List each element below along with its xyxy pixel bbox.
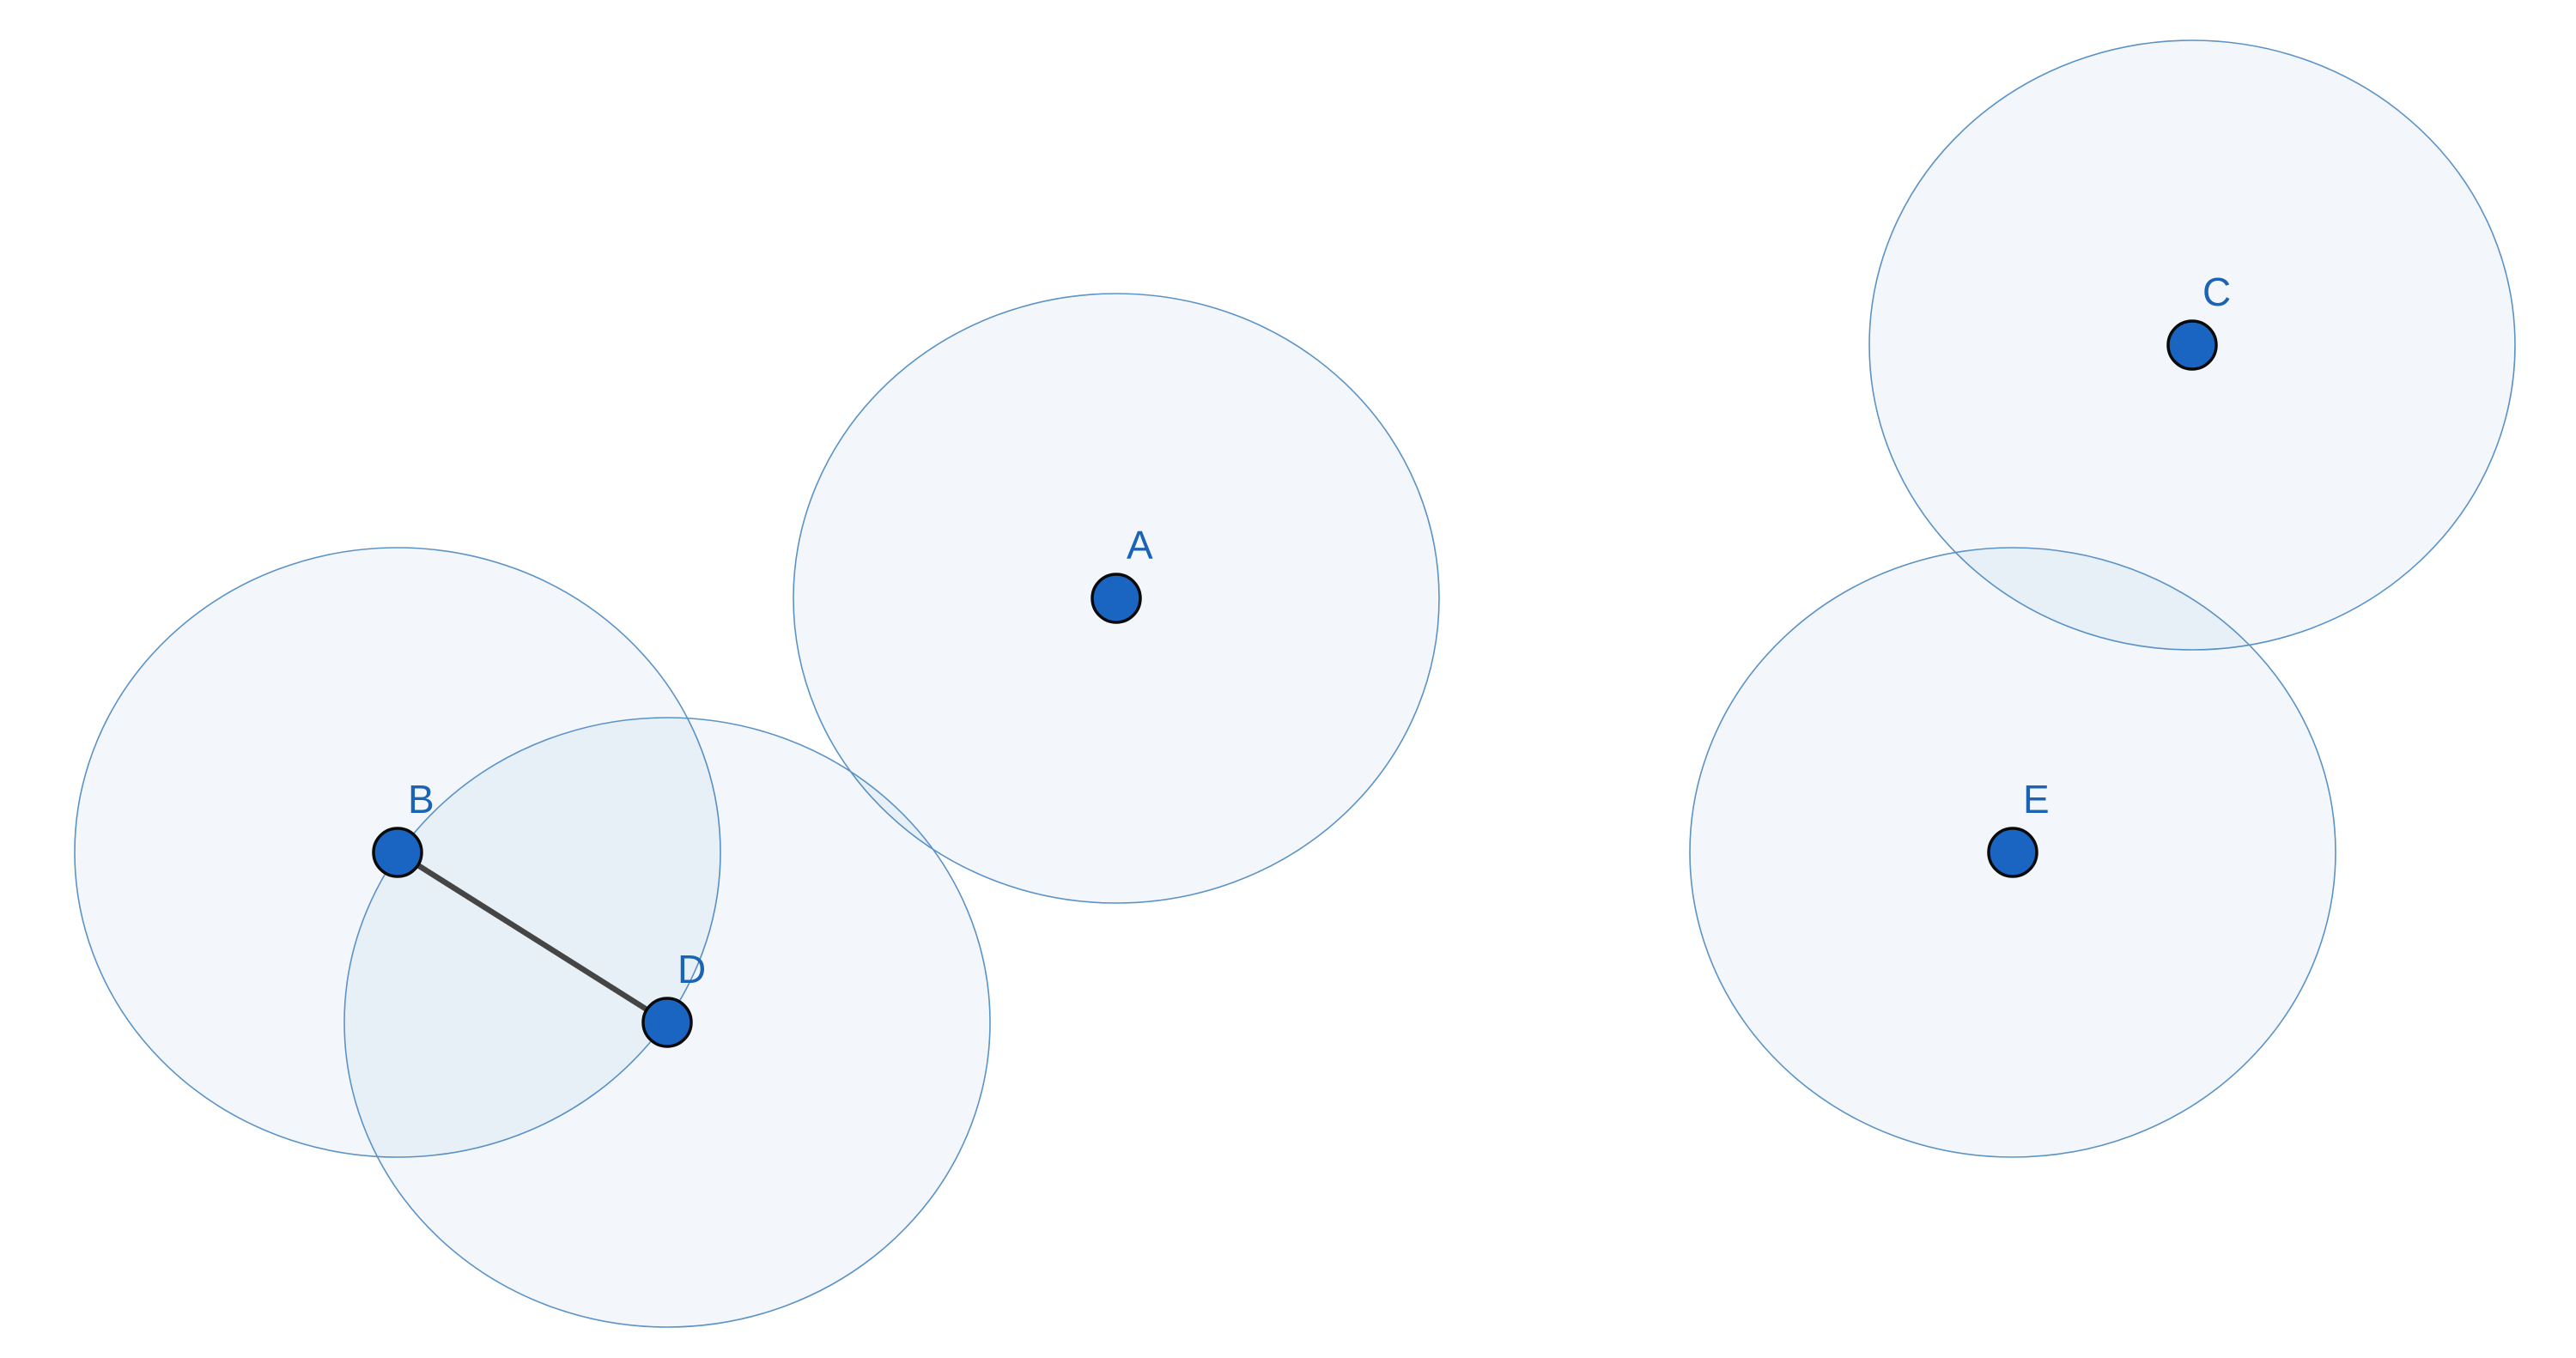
node-label-c: C xyxy=(2202,270,2231,314)
node-dot-a[interactable] xyxy=(1091,573,1142,624)
node-dot-e[interactable] xyxy=(1987,827,2038,878)
node-dot-d[interactable] xyxy=(641,997,693,1048)
edges xyxy=(394,849,671,1026)
node-label-e: E xyxy=(2023,777,2050,821)
node-b[interactable]: B xyxy=(372,777,434,878)
node-e[interactable]: E xyxy=(1987,777,2050,878)
edge-b-d xyxy=(394,849,671,1026)
node-label-d: D xyxy=(677,947,706,991)
node-label-a: A xyxy=(1127,523,1153,567)
nodes: A B C D E xyxy=(372,270,2231,1048)
node-d[interactable]: D xyxy=(641,947,706,1048)
node-label-b: B xyxy=(408,777,434,821)
range-circles xyxy=(74,39,2516,1328)
node-dot-c[interactable] xyxy=(2166,319,2218,371)
node-dot-b[interactable] xyxy=(372,827,423,878)
node-c[interactable]: C xyxy=(2166,270,2231,371)
node-a[interactable]: A xyxy=(1091,523,1153,624)
